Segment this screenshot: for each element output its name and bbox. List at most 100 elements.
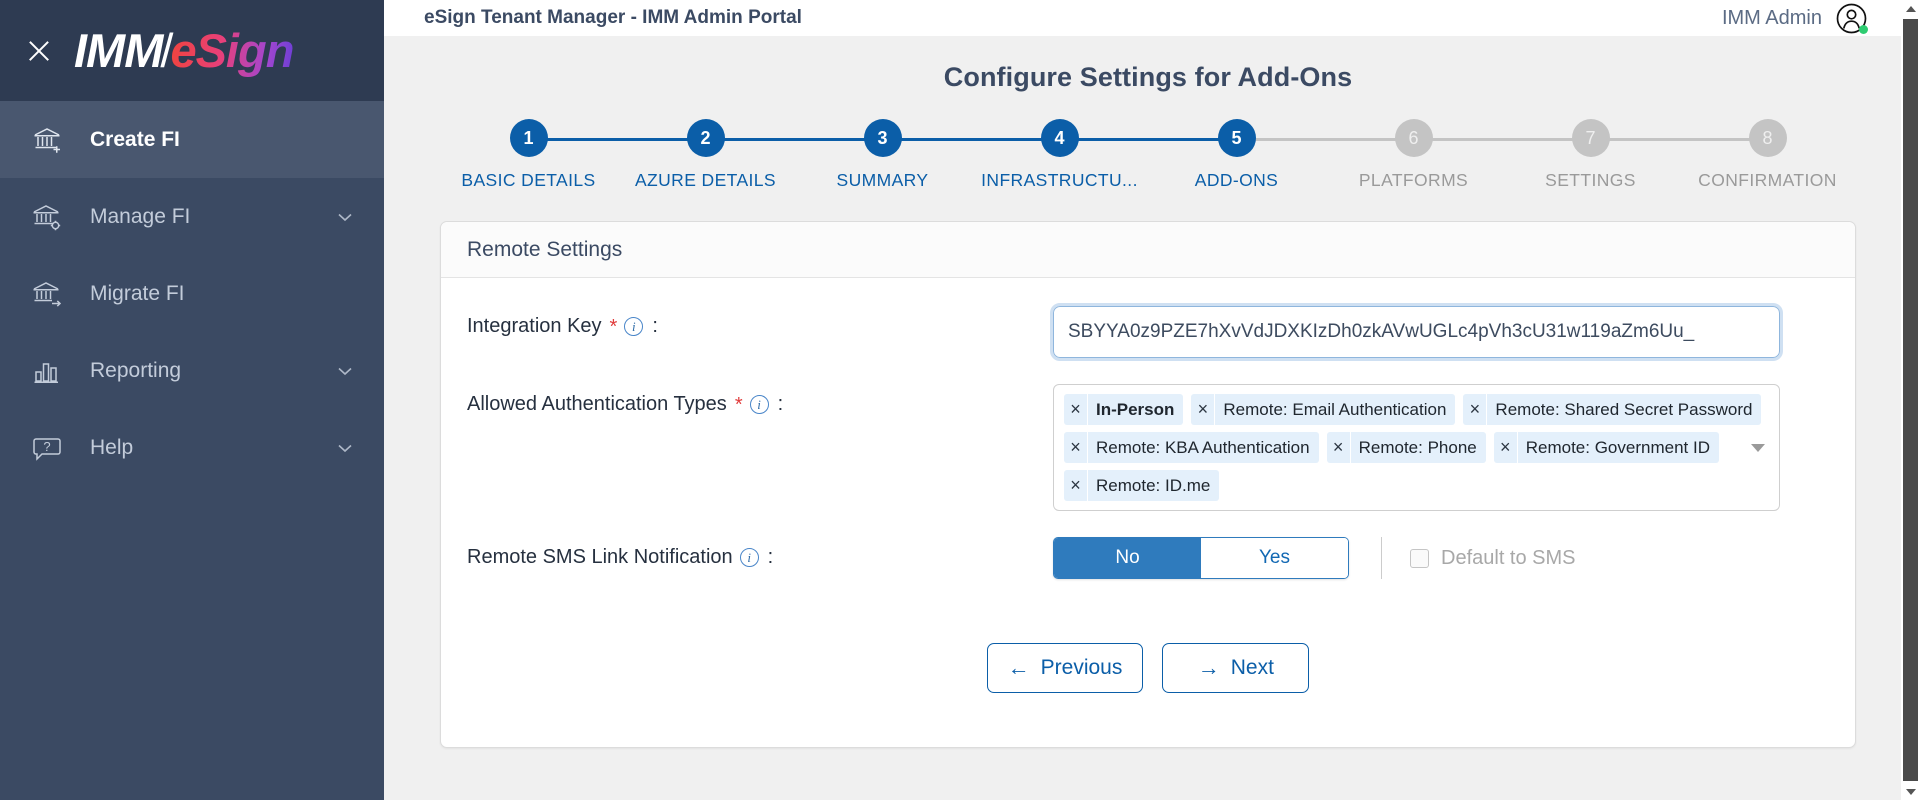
- auth-types-label: Allowed Authentication Types: [467, 393, 727, 415]
- chip-label: In-Person: [1096, 399, 1175, 419]
- step-add-ons[interactable]: 5 ADD-ONS: [1148, 119, 1414, 191]
- info-icon[interactable]: i: [624, 317, 644, 336]
- label-colon: :: [777, 393, 784, 415]
- vertical-divider: [1381, 537, 1382, 579]
- chip-remove-icon[interactable]: ×: [1064, 394, 1088, 425]
- avatar[interactable]: [1835, 2, 1868, 35]
- step-number: 5: [1217, 119, 1256, 157]
- bar-chart-icon: [30, 354, 64, 388]
- label-colon: :: [767, 546, 774, 568]
- label-colon: :: [652, 315, 658, 337]
- step-infrastructure[interactable]: 4 INFRASTRUCTU...: [971, 119, 1237, 191]
- topbar: eSign Tenant Manager - IMM Admin Portal …: [384, 0, 1920, 36]
- auth-types-label-group: Allowed Authentication Types * i :: [467, 384, 1053, 416]
- chip-label: Remote: KBA Authentication: [1096, 437, 1310, 457]
- chip-remove-icon[interactable]: ×: [1064, 470, 1088, 501]
- remote-settings-card: Remote Settings Integration Key * i :: [440, 221, 1856, 748]
- chip-remove-icon[interactable]: ×: [1191, 394, 1216, 425]
- chevron-down-icon[interactable]: [1751, 443, 1765, 452]
- step-azure-details[interactable]: 2 AZURE DETAILS: [617, 119, 883, 191]
- sidebar-item-manage-fi[interactable]: Manage FI: [0, 178, 384, 255]
- step-number: 1: [509, 119, 548, 157]
- info-icon[interactable]: i: [739, 548, 759, 567]
- default-to-sms-label: Default to SMS: [1441, 546, 1576, 569]
- default-to-sms-checkbox[interactable]: [1410, 548, 1429, 568]
- sidebar-item-label: Migrate FI: [90, 281, 185, 305]
- chevron-down-icon[interactable]: [334, 437, 356, 459]
- scroll-down-arrow-icon[interactable]: [1905, 783, 1916, 800]
- step-number: 2: [686, 119, 725, 157]
- chip-remote-id-me: × Remote: ID.me: [1064, 470, 1220, 501]
- sms-label-group: Remote SMS Link Notification i :: [467, 537, 1053, 569]
- step-number: 7: [1571, 119, 1610, 157]
- step-label: SUMMARY: [836, 170, 929, 190]
- chip-label: Remote: Government ID: [1525, 437, 1710, 457]
- step-number: 8: [1748, 119, 1787, 157]
- sidebar-item-migrate-fi[interactable]: Migrate FI: [0, 255, 384, 332]
- bank-add-icon: [30, 123, 64, 157]
- chip-label: Remote: ID.me: [1096, 475, 1211, 495]
- sms-toggle-no[interactable]: No: [1054, 538, 1201, 578]
- arrow-right-icon: →: [1197, 655, 1220, 680]
- logo-slash: /: [160, 24, 173, 77]
- previous-button[interactable]: ← Previous: [986, 643, 1144, 693]
- close-icon[interactable]: [22, 34, 56, 68]
- sidebar-item-help[interactable]: ? Help: [0, 409, 384, 486]
- chip-remove-icon[interactable]: ×: [1327, 432, 1351, 463]
- sms-toggle-group[interactable]: No Yes: [1053, 537, 1349, 579]
- sidebar-item-create-fi[interactable]: Create FI: [0, 101, 384, 178]
- step-number: 6: [1394, 119, 1433, 157]
- step-connector: [1413, 138, 1591, 141]
- chip-remove-icon[interactable]: ×: [1064, 432, 1088, 463]
- chip-remove-icon[interactable]: ×: [1463, 394, 1488, 425]
- step-platforms[interactable]: 6 PLATFORMS: [1325, 119, 1591, 191]
- step-confirmation[interactable]: 8 CONFIRMATION: [1679, 119, 1856, 191]
- step-basic-details[interactable]: 1 BASIC DETAILS: [440, 119, 706, 191]
- arrow-left-icon: ←: [1007, 655, 1030, 680]
- sidebar-item-label: Help: [90, 435, 134, 459]
- chevron-down-icon[interactable]: [334, 206, 356, 228]
- next-button[interactable]: → Next: [1162, 643, 1310, 693]
- scroll-up-arrow-icon[interactable]: [1905, 0, 1916, 17]
- scrollbar-thumb[interactable]: [1903, 19, 1918, 781]
- chip-label: Remote: Shared Secret Password: [1495, 399, 1753, 419]
- sidebar-item-reporting[interactable]: Reporting: [0, 332, 384, 409]
- step-label: CONFIRMATION: [1698, 170, 1837, 190]
- svg-text:?: ?: [43, 439, 50, 454]
- default-to-sms-row[interactable]: Default to SMS: [1410, 547, 1576, 570]
- info-icon[interactable]: i: [749, 395, 769, 414]
- wizard-button-row: ← Previous → Next: [467, 605, 1829, 737]
- page-title: Configure Settings for Add-Ons: [943, 62, 1353, 92]
- auth-types-field: × In-Person × Remote: Email Authenticati…: [1053, 384, 1829, 511]
- chevron-down-icon[interactable]: [334, 360, 356, 382]
- logo-imm: IMM: [74, 24, 163, 77]
- card-header: Remote Settings: [441, 222, 1855, 278]
- bank-arrow-icon: [30, 277, 64, 311]
- help-bubble-icon: ?: [30, 431, 64, 465]
- integration-key-input[interactable]: [1050, 303, 1783, 361]
- required-asterisk: *: [734, 393, 743, 416]
- step-label: BASIC DETAILS: [461, 170, 596, 190]
- step-number: 3: [863, 119, 902, 157]
- chip-remove-icon[interactable]: ×: [1494, 432, 1518, 463]
- topbar-user-area: IMM Admin: [1722, 2, 1868, 35]
- card-body: Integration Key * i : Allowed Authentica…: [441, 278, 1855, 747]
- chip-in-person: × In-Person: [1064, 394, 1184, 425]
- step-connector: [528, 138, 706, 141]
- previous-button-label: Previous: [1040, 656, 1123, 679]
- sms-toggle-yes[interactable]: Yes: [1201, 538, 1348, 578]
- chip-label: Remote: Email Authentication: [1223, 399, 1447, 419]
- chip-remote-email-authentication: × Remote: Email Authentication: [1191, 394, 1456, 425]
- status-dot: [1859, 24, 1868, 34]
- app-title: eSign Tenant Manager - IMM Admin Portal: [424, 7, 802, 28]
- step-label: ADD-ONS: [1194, 170, 1279, 190]
- page-scrollbar[interactable]: [1901, 0, 1920, 800]
- sms-field: No Yes Default to SMS: [1053, 537, 1829, 579]
- step-connector: [705, 138, 883, 141]
- field-row-auth-types: Allowed Authentication Types * i : × In-…: [467, 384, 1829, 511]
- auth-types-multiselect[interactable]: × In-Person × Remote: Email Authenticati…: [1053, 384, 1780, 511]
- step-summary[interactable]: 3 SUMMARY: [794, 119, 1060, 191]
- integration-key-label-group: Integration Key * i :: [467, 306, 1053, 338]
- step-settings[interactable]: 7 SETTINGS: [1502, 119, 1768, 191]
- chip-label: Remote: Phone: [1358, 437, 1477, 457]
